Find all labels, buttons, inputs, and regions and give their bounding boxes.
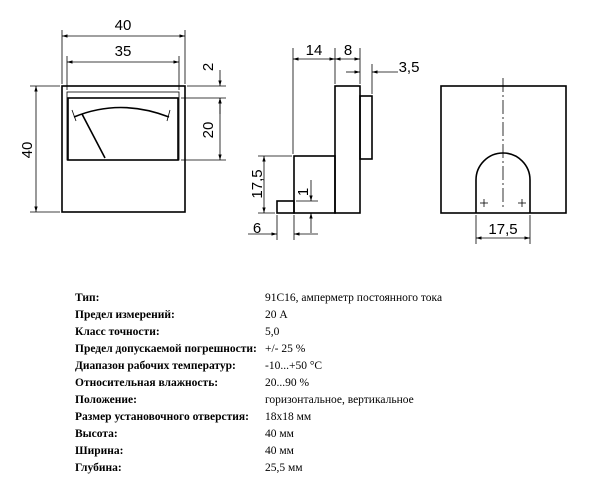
spec-value: 5,0: [265, 326, 280, 338]
spec-value: 20 А: [265, 309, 288, 321]
dim-front-height: 40: [19, 142, 36, 159]
side-terminal-stud: [276, 200, 295, 214]
spec-label: Класс точности:: [75, 326, 160, 338]
dim-front-window-height: 20: [200, 122, 217, 139]
spec-row-error-limit: Предел допускаемой погрешности: +/- 25 %: [75, 341, 442, 358]
spec-row-accuracy-class: Класс точности: 5,0: [75, 324, 442, 341]
spec-label: Ширина:: [75, 445, 124, 457]
spec-row-cutout-size: Размер установочного отверстия: 18x18 мм: [75, 409, 442, 426]
dim-front-width-inner: 35: [115, 43, 132, 60]
side-front-panel: [334, 85, 361, 214]
spec-row-width: Ширина: 40 мм: [75, 443, 442, 460]
spec-value: горизонтальное, вертикальное: [265, 394, 414, 406]
spec-label: Высота:: [75, 428, 118, 440]
dim-side-depth-a: 14: [306, 42, 323, 59]
spec-value: 40 мм: [265, 428, 294, 440]
spec-value: 18x18 мм: [265, 411, 312, 423]
side-bezel-protrusion: [359, 95, 373, 160]
spec-value: -10...+50 °С: [265, 360, 323, 372]
front-view: 40 35 40 2 20: [19, 17, 226, 213]
dim-rear-cutout-width: 17,5: [488, 221, 517, 238]
spec-label: Относительная влажность:: [75, 377, 219, 389]
spec-value: 40 мм: [265, 445, 294, 457]
technical-drawing: 40 35 40 2 20 14 8: [19, 17, 567, 244]
meter-needle: [81, 113, 106, 159]
spec-row-range: Предел измерений: 20 А: [75, 307, 442, 324]
dim-side-depth-c: 3,5: [399, 59, 420, 76]
spec-label: Размер установочного отверстия:: [75, 411, 249, 423]
side-body: [293, 155, 336, 214]
dim-front-top-gap: 2: [200, 63, 217, 71]
spec-row-depth: Глубина: 25,5 мм: [75, 460, 442, 477]
spec-label: Тип:: [75, 292, 100, 304]
spec-value: 20...90 %: [265, 377, 310, 389]
spec-row-temperature: Диапазон рабочих температур: -10...+50 °…: [75, 358, 442, 375]
rear-view: 17,5: [440, 78, 567, 244]
dim-side-step: 1: [295, 188, 312, 196]
front-bezel: [66, 91, 180, 161]
front-scale-window: [67, 97, 179, 161]
spec-label: Предел измерений:: [75, 309, 175, 321]
specs-table: Тип: 91С16, амперметр постоянного тока П…: [75, 290, 442, 477]
scale-arc: [73, 106, 170, 118]
spec-label: Диапазон рабочих температур:: [75, 360, 236, 372]
spec-row-position: Положение: горизонтальное, вертикальное: [75, 392, 442, 409]
spec-value: 25,5 мм: [265, 462, 303, 474]
rear-case-outline: [440, 85, 567, 214]
scale-tick-left: [71, 109, 77, 122]
spec-row-humidity: Относительная влажность: 20...90 %: [75, 375, 442, 392]
spec-label: Глубина:: [75, 462, 122, 474]
side-view: 14 8 3,5 17,5 1 6: [248, 42, 419, 240]
spec-label: Предел допускаемой погрешности:: [75, 343, 257, 355]
spec-value: 91С16, амперметр постоянного тока: [265, 292, 443, 304]
spec-label: Положение:: [75, 394, 137, 406]
dim-side-stud-offset: 6: [253, 220, 261, 237]
spec-row-height: Высота: 40 мм: [75, 426, 442, 443]
dim-front-width-outer: 40: [115, 17, 132, 34]
spec-row-type: Тип: 91С16, амперметр постоянного тока: [75, 290, 442, 307]
front-case-outline: [61, 85, 186, 213]
spec-value: +/- 25 %: [265, 343, 306, 355]
dim-side-stud-height: 17,5: [249, 169, 266, 198]
scale-tick-right: [166, 109, 171, 122]
dim-side-depth-b: 8: [344, 42, 352, 59]
